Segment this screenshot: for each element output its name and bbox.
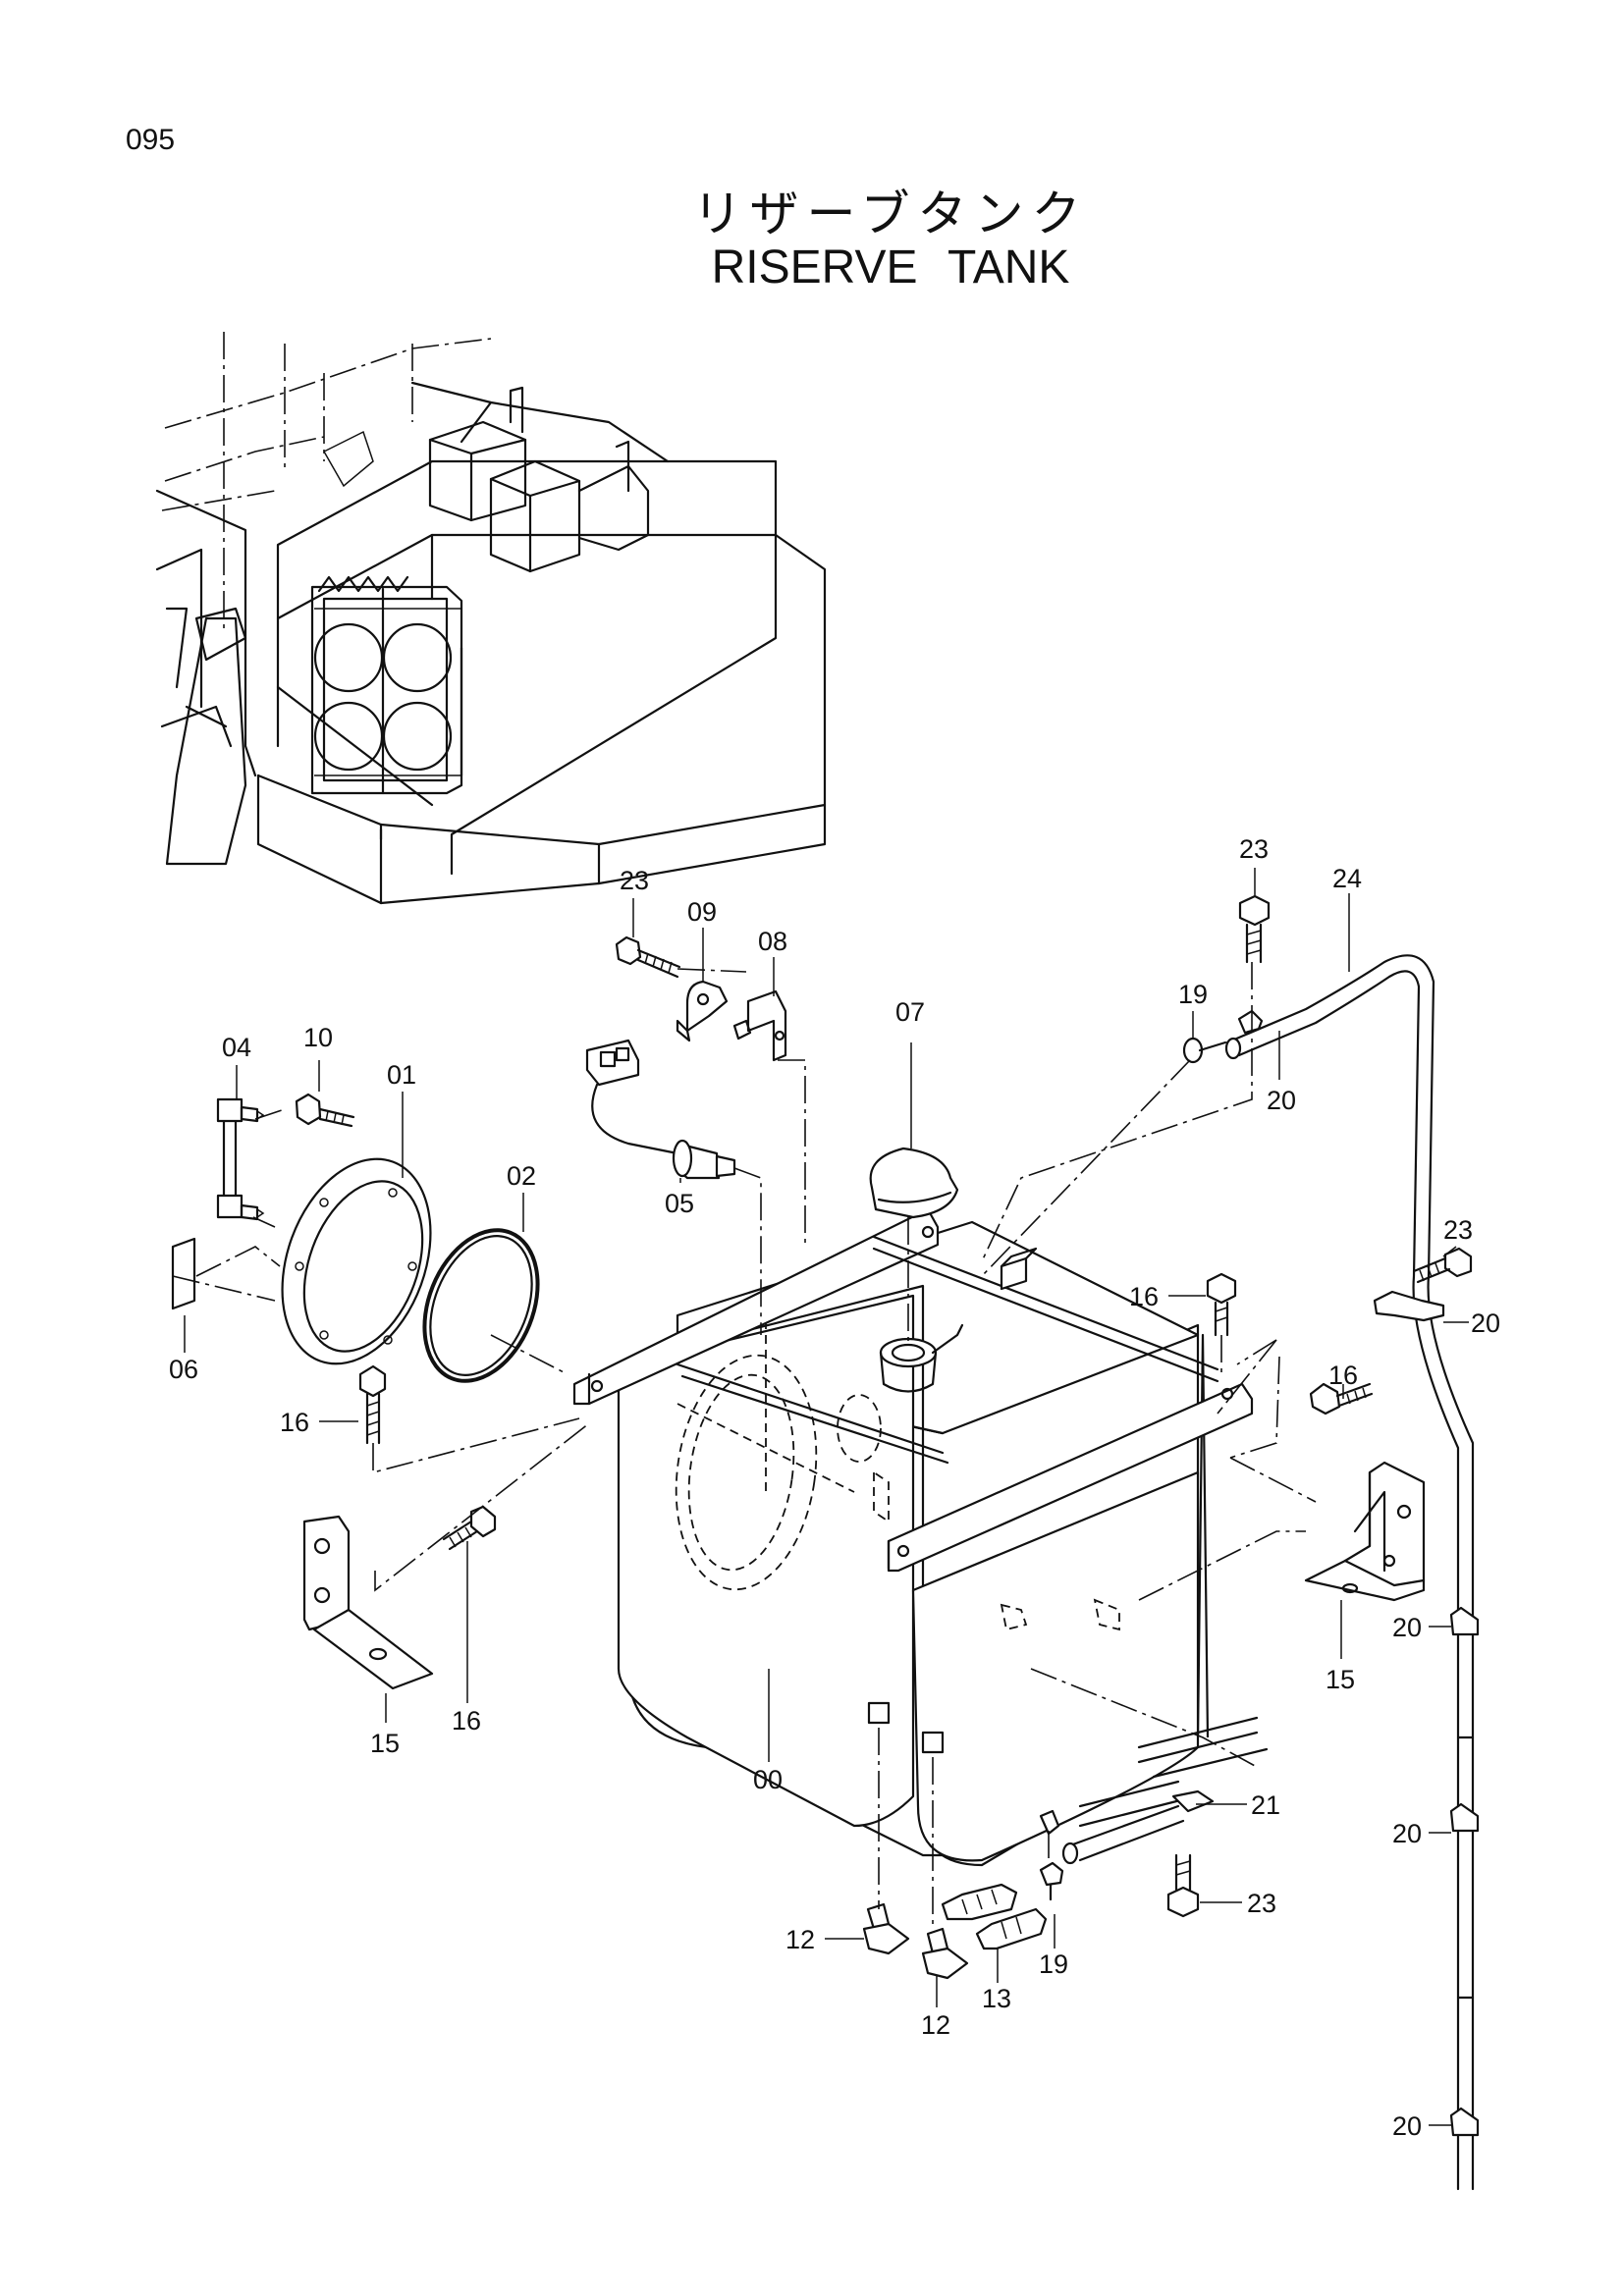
callout-13: 13 bbox=[982, 1984, 1011, 2013]
callout-10: 10 bbox=[303, 1023, 333, 1052]
callout-23: 23 bbox=[1247, 1889, 1276, 1918]
callout-23: 23 bbox=[1443, 1215, 1473, 1245]
callout-20: 20 bbox=[1392, 2111, 1422, 2141]
callout-08: 08 bbox=[758, 927, 787, 956]
callout-19: 19 bbox=[1039, 1949, 1068, 1979]
callout-00: 00 bbox=[753, 1765, 783, 1794]
assembly-chain-lines bbox=[172, 962, 1317, 1929]
callout-23: 23 bbox=[1239, 834, 1269, 864]
callout-21: 21 bbox=[1251, 1790, 1280, 1820]
callout-04: 04 bbox=[222, 1033, 251, 1062]
callout-23: 23 bbox=[620, 866, 649, 895]
callout-05: 05 bbox=[665, 1189, 694, 1218]
callout-24: 24 bbox=[1332, 864, 1362, 893]
callout-19: 19 bbox=[1178, 980, 1208, 1009]
callout-20: 20 bbox=[1267, 1086, 1296, 1115]
callout-01: 01 bbox=[387, 1060, 416, 1090]
callout-20: 20 bbox=[1471, 1308, 1500, 1338]
callout-15: 15 bbox=[370, 1729, 400, 1758]
callout-20: 20 bbox=[1392, 1613, 1422, 1642]
callout-06: 06 bbox=[169, 1355, 198, 1384]
page-number: 095 bbox=[126, 124, 176, 156]
callout-16: 16 bbox=[452, 1706, 481, 1735]
callout-20: 20 bbox=[1392, 1819, 1422, 1848]
callout-leader-lines bbox=[184, 868, 1469, 2126]
reserve-tank-assembly bbox=[572, 1207, 1254, 1867]
callout-16: 16 bbox=[1129, 1282, 1159, 1311]
flange-gasket-group bbox=[171, 1097, 540, 1383]
callout-07: 07 bbox=[895, 997, 925, 1027]
callout-15: 15 bbox=[1326, 1665, 1355, 1694]
title-japanese: リザーブタンク bbox=[692, 186, 1089, 242]
callout-12: 12 bbox=[785, 1925, 815, 1954]
callout-02: 02 bbox=[507, 1161, 536, 1191]
callout-12: 12 bbox=[921, 2010, 950, 2040]
callout-16: 16 bbox=[1328, 1361, 1358, 1390]
callout-labels: 23 09 08 07 23 24 19 20 04 10 01 02 05 2… bbox=[169, 834, 1500, 2141]
sensor-and-fittings bbox=[295, 894, 1480, 2191]
title-english: RISERVE TANK bbox=[711, 241, 1070, 294]
callout-16: 16 bbox=[280, 1408, 309, 1437]
machine-overview-illustration bbox=[155, 332, 827, 905]
callout-09: 09 bbox=[687, 897, 717, 927]
